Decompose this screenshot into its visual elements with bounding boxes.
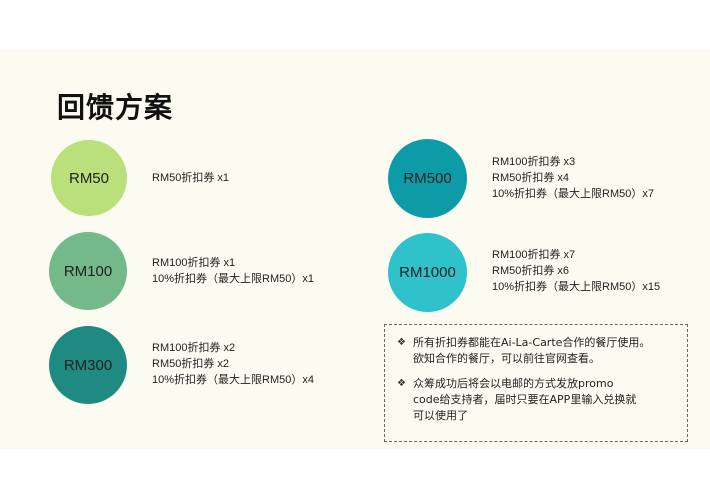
note-line: 所有折扣券都能在Ai-La-Carte合作的餐厅使用。 [413,336,651,349]
reward-line: RM100折扣券 x3 [492,156,576,168]
reward-line: RM50折扣券 x6 [492,265,570,277]
tier-rm500-circle: RM500 [388,139,467,218]
tier-rm100-circle: RM100 [49,232,127,310]
reward-line: 10%折扣券（最大上限RM50）x1 [152,273,314,285]
note-item: ❖ 所有折扣券都能在Ai-La-Carte合作的餐厅使用。 欲知合作的餐厅，可以… [397,335,679,367]
diamond-bullet-icon: ❖ [397,378,406,389]
reward-line: 10%折扣券（最大上限RM50）x15 [492,281,661,293]
reward-line: RM100折扣券 x2 [152,342,236,354]
tier-rm50-rewards: RM50折扣券 x1 [152,170,229,186]
tier-rm500-rewards: RM100折扣券 x3 RM50折扣券 x4 10%折扣券（最大上限RM50）x… [492,154,654,202]
notes-box: ❖ 所有折扣券都能在Ai-La-Carte合作的餐厅使用。 欲知合作的餐厅，可以… [384,324,688,442]
reward-line: RM100折扣券 x7 [492,249,576,261]
note-text: 所有折扣券都能在Ai-La-Carte合作的餐厅使用。 欲知合作的餐厅，可以前往… [413,335,679,367]
tier-rm50-circle: RM50 [51,140,127,216]
tier-rm50-label: RM50 [68,169,109,187]
tier-rm300-circle: RM300 [49,326,127,404]
note-line: 欲知合作的餐厅，可以前往官网查看。 [413,352,600,365]
reward-line: RM50折扣券 x4 [492,172,570,184]
tier-rm1000-rewards: RM100折扣券 x7 RM50折扣券 x6 10%折扣券（最大上限RM50）x… [492,247,660,295]
diamond-bullet-icon: ❖ [397,337,406,348]
reward-line: RM100折扣券 x1 [152,257,236,269]
tier-rm1000-label: RM1000 [399,264,456,281]
page-title: 回馈方案 [57,91,174,124]
note-item: ❖ 众筹成功后将会以电邮的方式发放promo code给支持者，届时只要在APP… [397,376,679,424]
reward-line: RM50折扣券 x2 [152,358,230,370]
reward-line: RM50折扣券 x1 [152,172,230,184]
tier-rm1000-circle: RM1000 [388,233,467,312]
note-text: 众筹成功后将会以电邮的方式发放promo code给支持者，届时只要在APP里输… [413,376,679,424]
note-line: 众筹成功后将会以电邮的方式发放promo [413,377,614,390]
note-line: code给支持者，届时只要在APP里输入兑换就 [413,393,637,406]
note-line: 可以使用了 [413,409,468,422]
reward-line: 10%折扣券（最大上限RM50）x7 [492,188,654,200]
reward-line: 10%折扣券（最大上限RM50）x4 [152,374,314,386]
tier-rm100-rewards: RM100折扣券 x1 10%折扣券（最大上限RM50）x1 [152,255,314,287]
tier-rm300-label: RM300 [63,356,113,374]
tier-rm100-label: RM100 [63,262,113,280]
tier-rm500-label: RM500 [403,170,452,187]
tier-rm300-rewards: RM100折扣券 x2 RM50折扣券 x2 10%折扣券（最大上限RM50）x… [152,340,314,388]
